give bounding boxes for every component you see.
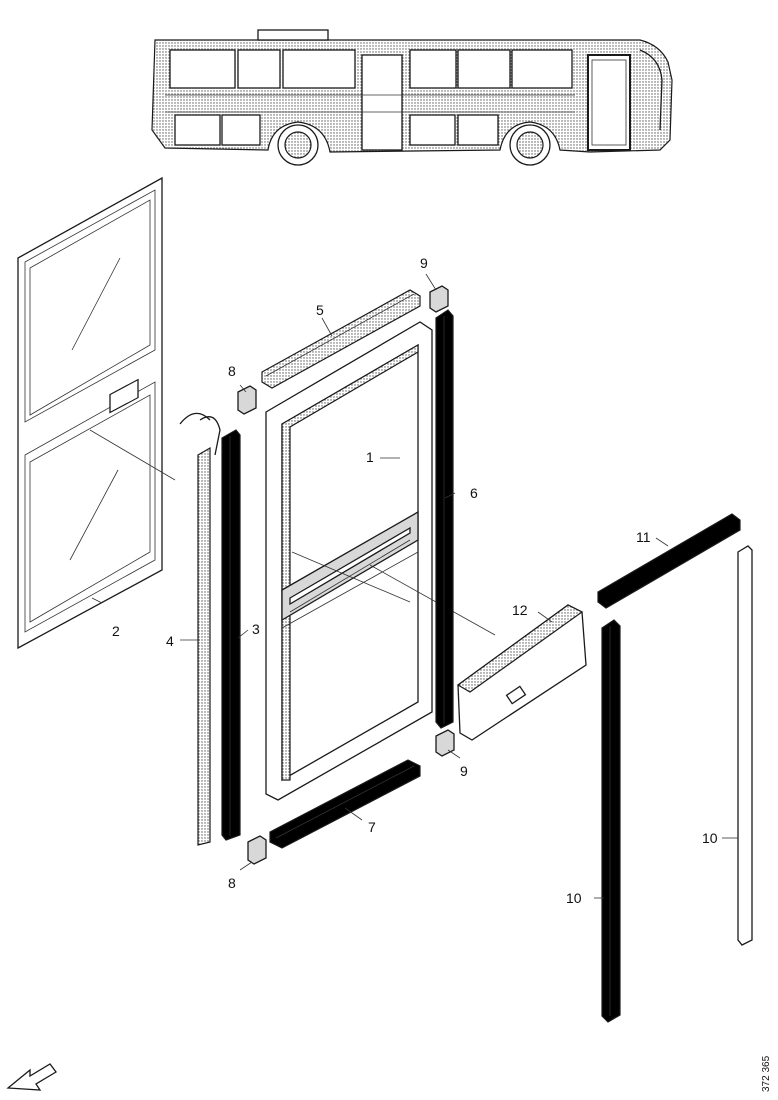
corner-bracket-part-8-top [237,385,257,415]
callout-8-bottom: 8 [228,875,236,891]
corner-bracket-part-9-bottom [435,729,455,757]
bus-locator-icon [151,29,673,166]
seal-strip-part-3 [221,429,241,841]
seal-strip-part-6 [435,309,454,729]
top-rail-part [261,289,421,389]
reference-number: 372 365 [761,1055,772,1092]
leader-lines [91,273,738,899]
long-seal-part-10-left [601,619,621,1023]
corner-bracket-part-9-top [429,285,449,313]
callout-12: 12 [512,602,528,618]
callout-7: 7 [368,819,376,835]
callout-3: 3 [252,621,260,637]
callout-10-right: 10 [702,830,718,846]
direction-arrow-icon [6,1063,57,1091]
bottom-rail-part [269,759,421,849]
long-seal-part-10-right [737,545,753,946]
callout-9-top: 9 [420,255,428,271]
callout-10-left: 10 [566,890,582,906]
callout-9-bottom: 9 [460,763,468,779]
corner-bracket-part-8-bottom [247,835,267,865]
callout-8-top: 8 [228,363,236,379]
upper-seal-part [597,513,741,609]
door-frame-part [265,321,496,801]
callout-5: 5 [316,302,324,318]
callout-6: 6 [470,485,478,501]
glass-panel-part [17,176,176,650]
callout-11: 11 [636,529,651,545]
callout-1: 1 [366,449,374,465]
callout-4: 4 [166,633,174,649]
callout-2: 2 [112,623,120,639]
seal-strip-part-4 [179,412,221,846]
door-mechanism-part [456,604,587,741]
